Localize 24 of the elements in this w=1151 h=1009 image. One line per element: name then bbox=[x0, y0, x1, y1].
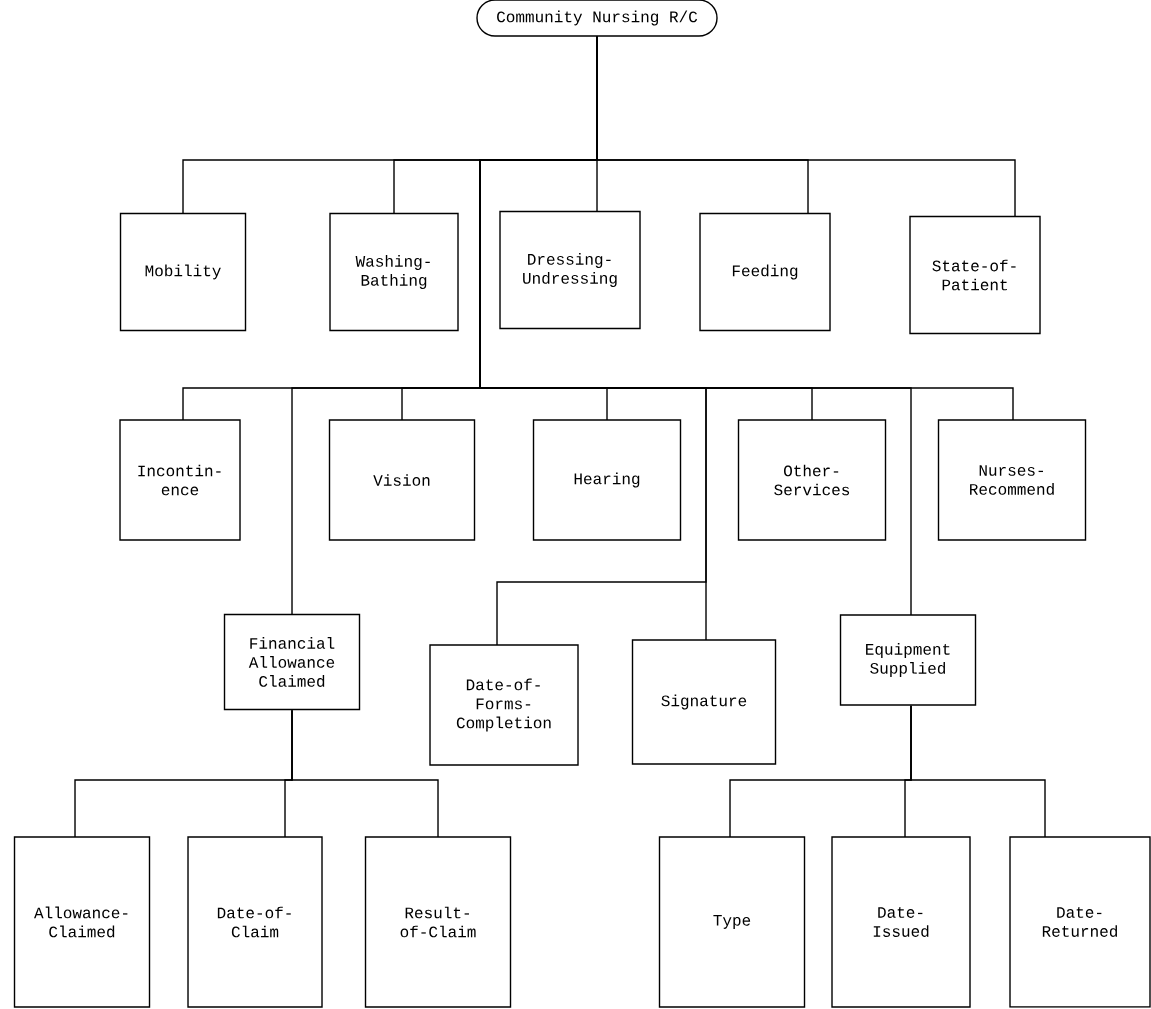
process-box: Type bbox=[658, 836, 806, 1008]
process-box: Washing- Bathing bbox=[329, 212, 459, 332]
process-box: Dressing- Undressing bbox=[499, 210, 641, 330]
process-box: State-of- Patient bbox=[909, 215, 1041, 335]
process-box: Feeding bbox=[699, 212, 831, 332]
process-box: Vision bbox=[328, 419, 476, 541]
process-box: Allowance- Claimed bbox=[13, 836, 151, 1008]
process-box: Date- Issued bbox=[831, 836, 971, 1008]
connector-line bbox=[291, 709, 439, 838]
process-box: Result- of-Claim bbox=[364, 836, 512, 1008]
process-box: Signature bbox=[631, 639, 777, 765]
process-box: Date- Returned bbox=[1009, 836, 1151, 1008]
process-box: Date-of- Claim bbox=[187, 836, 323, 1008]
connector-line bbox=[910, 705, 1046, 838]
process-box: Date-of- Forms- Completion bbox=[429, 644, 579, 766]
process-box: Other- Services bbox=[737, 419, 887, 541]
process-box: Nurses- Recommend bbox=[937, 419, 1087, 541]
process-box: Incontin- ence bbox=[119, 419, 241, 541]
rounded-box: Community Nursing R/C bbox=[476, 0, 718, 37]
process-box: Hearing bbox=[532, 419, 682, 541]
process-box: Mobility bbox=[119, 212, 247, 332]
process-box: Equipment Supplied bbox=[839, 614, 977, 706]
connector-line bbox=[479, 36, 912, 616]
process-box: Financial Allowance Claimed bbox=[223, 613, 361, 711]
